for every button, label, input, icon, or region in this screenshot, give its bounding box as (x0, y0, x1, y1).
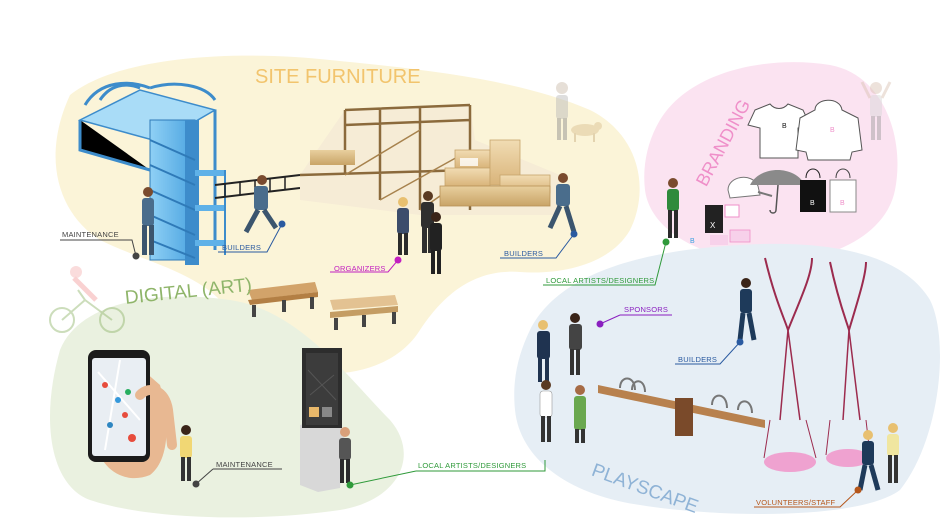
branding-zone (644, 62, 898, 263)
person-icon (339, 427, 351, 483)
zone-title-site-furniture: SITE FURNITURE (255, 66, 421, 88)
person-icon (667, 178, 679, 238)
person-icon (547, 173, 577, 233)
person-icon (737, 278, 757, 341)
label-maintenance-site: MAINTENANCE (62, 230, 119, 239)
label-local-artists-branding: LOCAL ARTISTS/DESIGNERS (546, 276, 655, 285)
bleacher-structure-icon (299, 103, 560, 215)
digital-kiosk-icon (300, 348, 345, 492)
label-builders-site-left: BUILDERS (222, 243, 262, 252)
swing-icon (763, 257, 817, 472)
label-organizers: ORGANIZERS (334, 264, 386, 273)
tote-bag-icon: B (829, 168, 857, 213)
cyclist-icon (49, 266, 125, 333)
label-builders-playscape: BUILDERS (678, 355, 718, 364)
walker-with-dog-icon (556, 82, 602, 142)
brand-card-icon: X B (690, 204, 751, 245)
playscape-zone (514, 243, 940, 515)
seesaw-icon (598, 377, 765, 436)
people-figures (142, 173, 899, 491)
person-icon (574, 385, 586, 443)
person-icon (430, 212, 442, 274)
card-mark: X (710, 221, 716, 230)
person-icon (537, 320, 550, 382)
hoodie-icon: B (795, 99, 863, 161)
tote-logo-dark: B (810, 200, 815, 207)
bench-icon (330, 295, 398, 330)
person-icon (887, 423, 899, 483)
bench-icon (248, 282, 318, 317)
label-builders-site-right: BUILDERS (504, 249, 544, 258)
site-furniture-zone (55, 55, 640, 374)
label-sponsors: SPONSORS (624, 305, 669, 314)
person-icon (397, 197, 409, 255)
person-icon (142, 187, 154, 255)
person-icon (180, 425, 192, 481)
badge-logo: B (690, 238, 695, 245)
callout-lines (60, 223, 859, 508)
hoodie-logo: B (830, 127, 835, 134)
umbrella-icon (750, 170, 805, 214)
person-icon (569, 313, 582, 375)
background-figures (49, 81, 892, 333)
person-icon (857, 430, 881, 491)
cheering-person-icon (860, 81, 892, 140)
tshirt-logo: B (782, 123, 787, 130)
tote-logo-light: B (840, 200, 845, 207)
label-volunteers-staff: VOLUNTEERS/STAFF (756, 498, 836, 507)
person-icon (243, 175, 279, 234)
callout-dots (132, 220, 862, 494)
label-local-artists-digital: LOCAL ARTISTS/DESIGNERS (418, 461, 527, 470)
scaffold-tower-icon (77, 81, 226, 265)
smartphone-map-icon (88, 350, 177, 479)
label-maintenance-digital: MAINTENANCE (216, 460, 273, 469)
tshirt-icon: B (747, 103, 811, 159)
person-icon (539, 380, 553, 442)
tote-bag-icon: B (800, 168, 826, 212)
